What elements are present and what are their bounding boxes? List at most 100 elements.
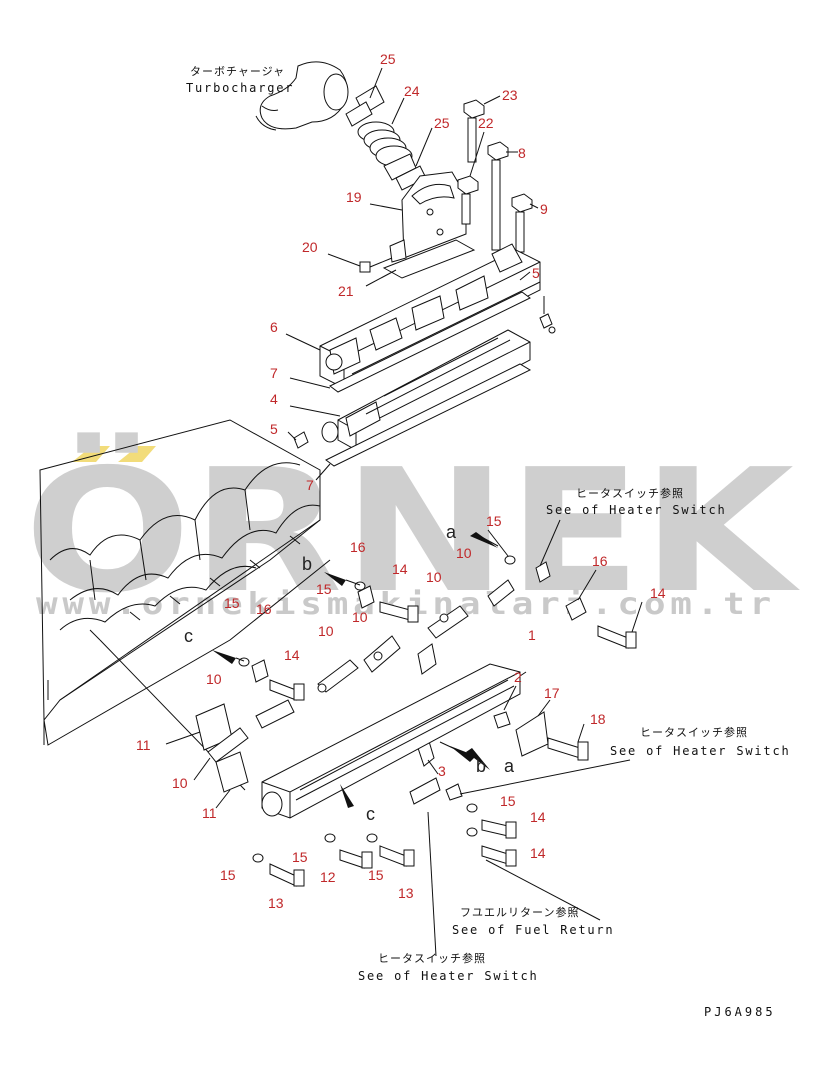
callout-14: 14: [284, 647, 300, 663]
bolt-2: [493, 711, 511, 729]
callout-15: 15: [224, 595, 240, 611]
exhaust-manifold-rear-4: [321, 329, 531, 451]
callout-3: 3: [438, 763, 446, 779]
callout-14: 14: [650, 585, 666, 601]
gasket-25-upper: [345, 85, 385, 127]
callout-4: 4: [270, 391, 278, 407]
bolt-23: [463, 99, 485, 163]
annotation-turbocharger: ターボチャージャ Turbocharger: [186, 65, 294, 95]
callout-2: 2: [514, 669, 522, 685]
bolt-8: [487, 141, 509, 251]
callout-10: 10: [352, 609, 368, 625]
callout-5: 5: [270, 421, 278, 437]
callout-25: 25: [434, 115, 450, 131]
heater-switch-fitting-right: [445, 783, 463, 801]
annotation-heater-switch-bottom: ヒータスイッチ参照 See of Heater Switch: [358, 951, 539, 983]
watermark-accent-right: [118, 446, 156, 462]
callout-16: 16: [256, 601, 272, 617]
exhaust-manifold-lower-1: [261, 663, 521, 819]
watermark: ÖRNEK www.ornekismakinalari.com.tr: [24, 432, 800, 631]
bolt-13-a: [379, 845, 415, 867]
exhaust-elbow-19: [389, 171, 467, 263]
callout-16: 16: [592, 553, 608, 569]
gasket-7-lower: [325, 363, 532, 467]
callout-7: 7: [306, 477, 314, 493]
bolt-12: [339, 849, 373, 869]
view-letter-c: c: [184, 626, 193, 646]
fuel-return-label-en: See of Fuel Return: [452, 923, 614, 937]
callout-25: 25: [380, 51, 396, 67]
gasket-21: [382, 239, 476, 279]
turbocharger-partial: [255, 61, 349, 131]
callout-10: 10: [426, 569, 442, 585]
heater-switch-fitting-lower: [409, 777, 441, 805]
callout-19: 19: [346, 189, 362, 205]
heater-switch-bottom-label-en: See of Heater Switch: [358, 969, 539, 983]
heater-switch-top-label-en: See of Heater Switch: [546, 503, 727, 517]
heater-switch-right-label-en: See of Heater Switch: [610, 744, 791, 758]
callout-22: 22: [478, 115, 494, 131]
callout-8: 8: [518, 145, 526, 161]
callout-15: 15: [500, 793, 516, 809]
bolt-14-a: [379, 601, 419, 623]
callout-10: 10: [206, 671, 222, 687]
turbocharger-label-jp: ターボチャージャ: [190, 65, 285, 78]
view-letter-a-lower: a: [504, 756, 515, 776]
callout-numbers: 25 24 23 25 22 8 19 9 20 5 21 6 7 4 5 7 …: [136, 51, 666, 911]
callout-13: 13: [398, 885, 414, 901]
watermark-brand: ÖRNEK: [24, 432, 800, 631]
flange-10-a: [317, 659, 359, 693]
view-letters: a b c b a c: [184, 522, 515, 824]
callout-17: 17: [544, 685, 560, 701]
callout-14: 14: [530, 845, 546, 861]
callout-21: 21: [338, 283, 354, 299]
heater-switch-top-label-jp: ヒータスイッチ参照: [576, 486, 684, 500]
heater-switch-right-label-jp: ヒータスイッチ参照: [640, 725, 748, 739]
bracket-10-e: [417, 643, 437, 675]
view-arrows: [212, 532, 499, 808]
flange-10-c: [427, 605, 469, 639]
callout-11: 11: [202, 805, 217, 821]
view-letter-b: b: [302, 554, 312, 574]
callout-11: 11: [136, 737, 151, 753]
callout-12: 12: [320, 869, 336, 885]
clip-5-left: [293, 431, 309, 449]
plate-16-c: [565, 597, 587, 621]
callout-15: 15: [220, 867, 236, 883]
turbocharger-label-en: Turbocharger: [186, 81, 294, 95]
watermark-accent-left: [72, 446, 110, 462]
callout-1: 1: [528, 627, 536, 643]
callout-9: 9: [540, 201, 548, 217]
plate-16-b: [251, 659, 269, 683]
gasket-11-lower: [215, 751, 249, 793]
view-letter-b-lower: b: [476, 756, 486, 776]
plate-16-a: [357, 585, 375, 609]
bracket-17: [515, 711, 549, 757]
gasket-25-lower: [383, 153, 427, 191]
bolt-14-c: [597, 625, 637, 649]
callout-24: 24: [404, 83, 420, 99]
gasket-7-upper: [329, 291, 531, 393]
bolt-9: [511, 193, 533, 253]
callout-10: 10: [318, 623, 334, 639]
callout-18: 18: [590, 711, 606, 727]
callout-15: 15: [368, 867, 384, 883]
drawing-code: PJ6A985: [704, 1005, 776, 1019]
callout-23: 23: [502, 87, 518, 103]
callout-5: 5: [532, 265, 540, 281]
bolt-13-b: [269, 863, 305, 887]
callout-13: 13: [268, 895, 284, 911]
callout-20: 20: [302, 239, 318, 255]
callout-7: 7: [270, 365, 278, 381]
callout-14: 14: [530, 809, 546, 825]
bolt-18: [547, 737, 589, 761]
callout-15: 15: [316, 581, 332, 597]
flange-10-d: [487, 579, 515, 607]
clip-5-right: [539, 313, 556, 334]
heater-switch-bottom-label-jp: ヒータスイッチ参照: [378, 951, 486, 965]
bolt-14-d: [481, 819, 517, 839]
callout-10: 10: [456, 545, 472, 561]
callout-6: 6: [270, 319, 278, 335]
